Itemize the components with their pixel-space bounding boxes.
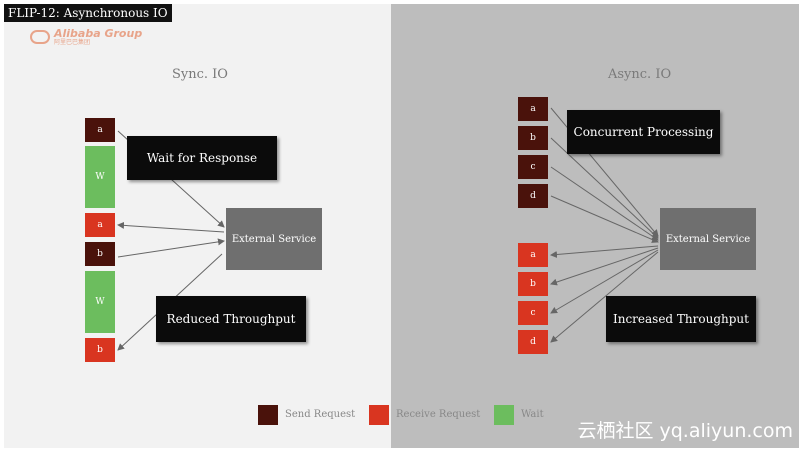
sync-send-a: a <box>85 118 115 142</box>
async-send-d: d <box>518 184 548 208</box>
sync-send-b: b <box>85 242 115 266</box>
sync-external-service: External Service <box>226 208 322 270</box>
async-recv-a: a <box>518 243 548 267</box>
callout-concurrent-processing: Concurrent Processing <box>567 110 720 154</box>
async-send-b: b <box>518 126 548 150</box>
sync-recv-a: a <box>85 213 115 237</box>
sync-arrow-recv-a <box>117 221 225 233</box>
async-arrow-recv-a <box>550 245 659 258</box>
logo-subtext: 阿里巴巴集团 <box>54 39 91 46</box>
async-arrow-send-b <box>550 137 659 239</box>
async-arrow-send-d <box>550 195 659 243</box>
alibaba-logo-icon <box>30 30 50 44</box>
legend-receive-label: Receive Request <box>396 409 481 420</box>
async-external-service: External Service <box>660 208 756 270</box>
async-arrow-recv-c <box>550 249 659 314</box>
async-send-a: a <box>518 97 548 121</box>
async-arrow-send-c <box>550 166 659 241</box>
async-heading: Async. IO <box>608 67 672 82</box>
legend-wait-swatch <box>494 405 514 425</box>
slide-title: FLIP-12: Asynchronous IO <box>4 4 172 22</box>
async-send-c: c <box>518 155 548 179</box>
sync-heading: Sync. IO <box>172 67 228 82</box>
callout-wait-for-response: Wait for Response <box>127 136 277 180</box>
callout-increased-throughput: Increased Throughput <box>606 296 756 342</box>
sync-wait-1: W <box>85 146 115 208</box>
sync-recv-b: b <box>85 338 115 362</box>
async-arrow-recv-b <box>550 247 659 286</box>
legend-send-label: Send Request <box>285 409 356 420</box>
legend-receive-swatch <box>369 405 389 425</box>
async-recv-c: c <box>518 301 548 325</box>
watermark: 云栖社区 yq.aliyun.com <box>577 420 793 442</box>
async-recv-d: d <box>518 330 548 354</box>
legend-send-swatch <box>258 405 278 425</box>
legend-wait-label: Wait <box>521 409 544 420</box>
alibaba-logo: Alibaba Group 阿里巴巴集团 <box>30 28 142 46</box>
async-arrow-recv-d <box>550 251 659 343</box>
sync-panel <box>4 4 391 448</box>
async-recv-b: b <box>518 272 548 296</box>
sync-wait-2: W <box>85 271 115 333</box>
logo-text: Alibaba Group <box>54 27 143 40</box>
callout-reduced-throughput: Reduced Throughput <box>156 296 306 342</box>
sync-arrow-send-b <box>117 238 225 258</box>
